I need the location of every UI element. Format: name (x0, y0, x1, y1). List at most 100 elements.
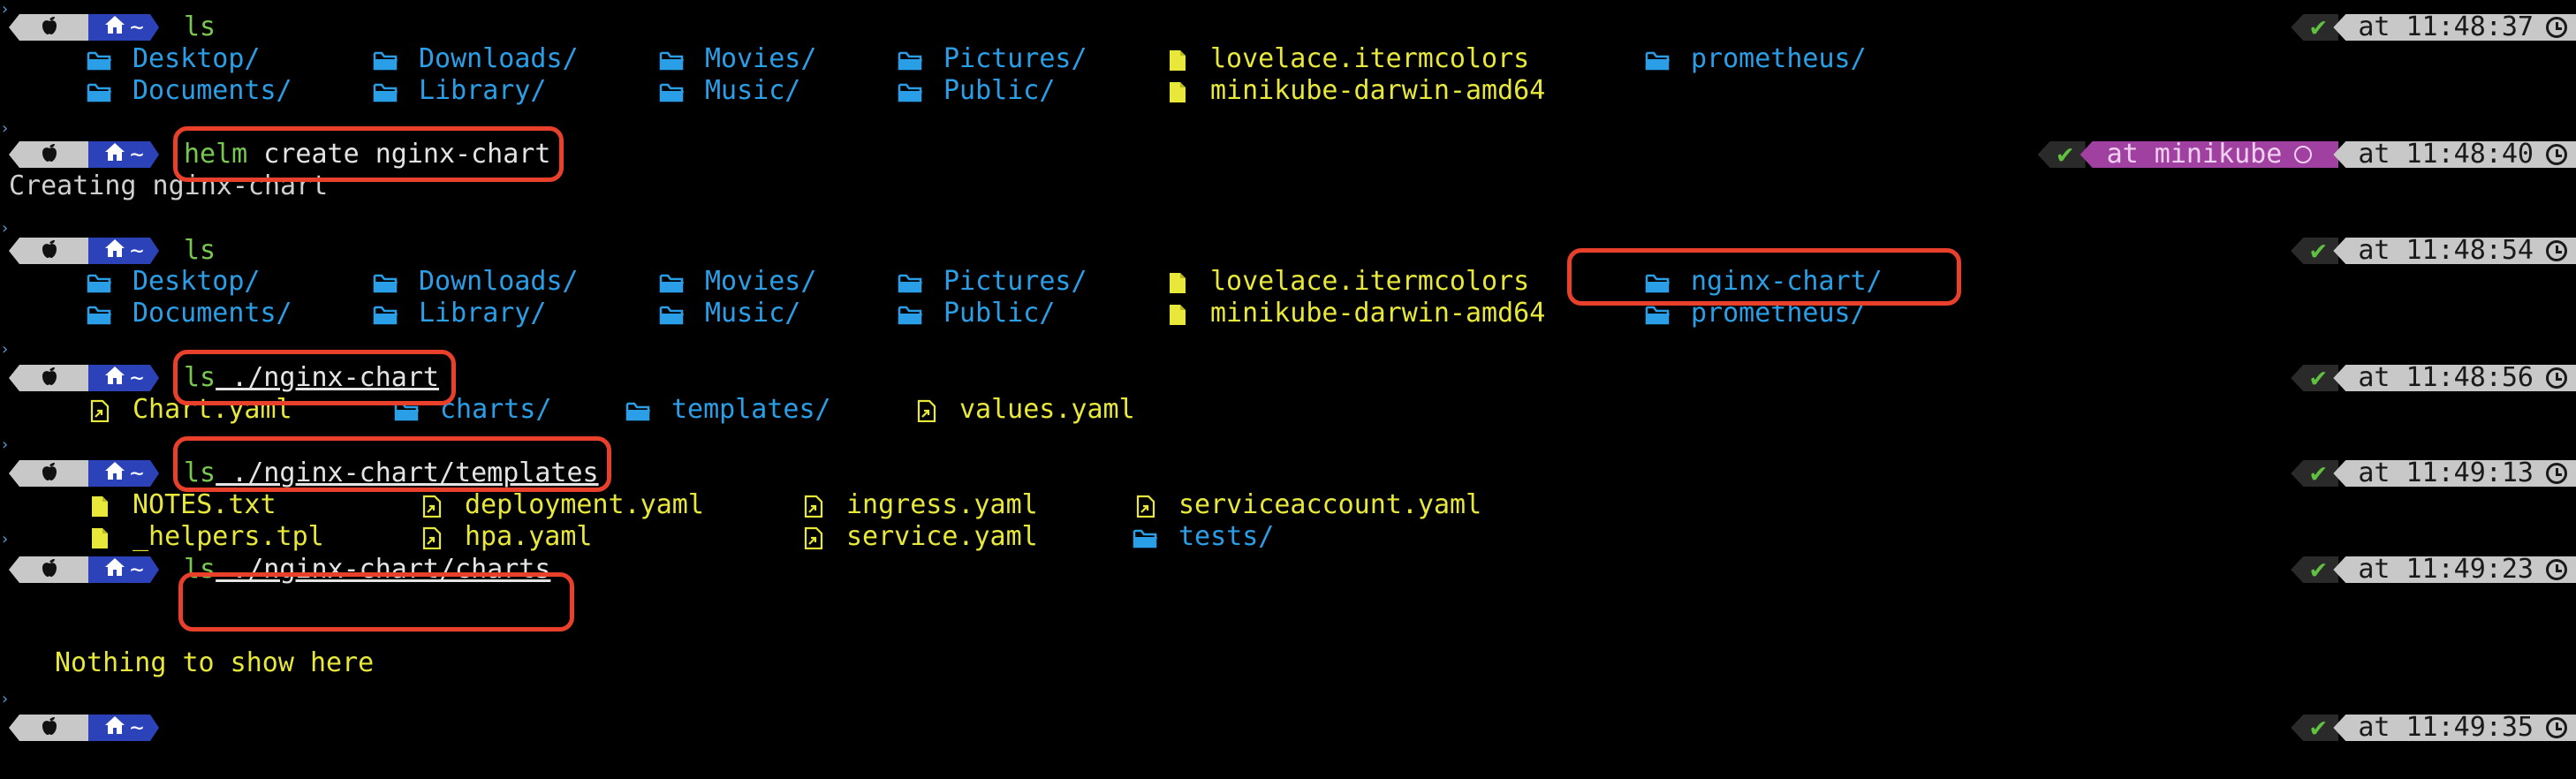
prompt-segments: ~ (9, 715, 159, 741)
file-entry[interactable]: minikube-darwin-amd64 (1164, 298, 1545, 329)
file-entry[interactable]: minikube-darwin-amd64 (1164, 75, 1545, 107)
home-icon (103, 362, 126, 394)
folder-entry[interactable]: Documents/ (87, 298, 292, 329)
command-text: ls (184, 11, 216, 43)
folder-entry[interactable]: nginx-chart/ (1645, 266, 1883, 298)
annotation-highlight-box (173, 350, 456, 405)
success-check-icon: ✔ (2037, 141, 2086, 168)
entry-name: lovelace.itermcolors (1210, 266, 1530, 297)
folder-icon (659, 79, 686, 102)
folder-entry[interactable]: Downloads/ (373, 43, 579, 75)
file-entry[interactable]: service.yaml (800, 521, 1038, 553)
apple-segment (9, 556, 90, 583)
home-segment: ~ (88, 556, 159, 583)
folder-entry[interactable]: tests/ (1133, 521, 1274, 553)
cwd-label: ~ (130, 141, 144, 168)
cwd-label: ~ (130, 14, 144, 41)
folder-entry[interactable]: Desktop/ (87, 266, 261, 298)
entry-name: Public/ (943, 298, 1056, 329)
folder-entry[interactable]: Desktop/ (87, 43, 261, 75)
folder-icon (898, 302, 924, 325)
folder-entry[interactable]: prometheus/ (1645, 43, 1867, 75)
folder-icon (659, 270, 686, 293)
kube-context-badge: at minikube (2080, 141, 2339, 168)
entry-name: Movies/ (705, 266, 817, 297)
file-link-icon (87, 398, 113, 423)
folder-icon (898, 79, 924, 102)
apple-segment (9, 141, 90, 168)
status-segments: ✔at minikube at 11:48:40 (2037, 139, 2576, 170)
command-output: Creating nginx-chart (9, 170, 329, 201)
folder-entry[interactable]: Public/ (898, 298, 1055, 329)
timestamp-badge: at 11:48:37 (2333, 14, 2576, 41)
command-args: ./nginx-chart/templates (216, 458, 599, 488)
apple-icon (40, 460, 59, 487)
folder-entry[interactable]: charts/ (394, 394, 551, 426)
entry-name: Pictures/ (943, 43, 1087, 74)
entry-name: hpa.yaml (465, 521, 593, 552)
entry-name: Public/ (943, 75, 1056, 106)
entry-name: Library/ (419, 75, 547, 106)
status-segments: ✔at 11:49:13 (2291, 460, 2576, 487)
home-segment: ~ (88, 238, 159, 264)
annotation-highlight-box (173, 126, 564, 182)
folder-entry[interactable]: Pictures/ (898, 266, 1087, 298)
folder-icon (373, 302, 399, 325)
folder-entry[interactable]: templates/ (625, 394, 831, 426)
folder-entry[interactable]: Music/ (659, 298, 800, 329)
folder-entry[interactable]: Library/ (373, 298, 547, 329)
timestamp-label: at 11:49:35 (2358, 712, 2534, 743)
file-entry[interactable]: ingress.yaml (800, 489, 1038, 521)
folder-entry[interactable]: Documents/ (87, 75, 292, 107)
folder-icon (1645, 48, 1671, 71)
folder-entry[interactable]: Movies/ (659, 43, 816, 75)
timestamp-label: at 11:48:40 (2358, 139, 2534, 170)
file-entry[interactable]: serviceaccount.yaml (1133, 489, 1481, 521)
entry-name: Desktop/ (133, 266, 261, 297)
folder-entry[interactable]: Library/ (373, 75, 547, 107)
file-entry[interactable]: deployment.yaml (419, 489, 704, 521)
timestamp-label: at 11:48:37 (2358, 11, 2534, 42)
apple-segment (9, 238, 90, 264)
file-icon (1164, 302, 1191, 325)
entry-name: _helpers.tpl (133, 521, 324, 552)
timestamp-label: at 11:49:13 (2358, 458, 2534, 488)
file-link-icon (800, 494, 827, 518)
file-link-icon (419, 526, 445, 550)
folder-entry[interactable]: Music/ (659, 75, 800, 107)
file-entry[interactable]: _helpers.tpl (87, 521, 324, 553)
entry-name: Downloads/ (419, 43, 579, 74)
command-args: create nginx-chart (247, 139, 551, 170)
prompt-segments: ~ (9, 14, 159, 41)
entry-name: NOTES.txt (133, 489, 277, 520)
prompt-marker-icon: › (0, 340, 10, 359)
entry-name: Documents/ (133, 75, 292, 106)
folder-entry[interactable]: Public/ (898, 75, 1055, 107)
status-segments: ✔at 11:48:54 (2291, 238, 2576, 264)
folder-icon (1133, 526, 1159, 548)
entry-name: Music/ (705, 75, 801, 106)
prompt-line: ~ls✔at 11:48:54 (0, 235, 2576, 267)
command-program: helm (184, 139, 248, 170)
file-entry[interactable]: hpa.yaml (419, 521, 593, 553)
file-entry[interactable]: Chart.yaml (87, 394, 292, 426)
annotation-highlight-box (173, 436, 611, 492)
folder-entry[interactable]: Movies/ (659, 266, 816, 298)
folder-icon (659, 48, 686, 71)
file-entry[interactable]: values.yaml (913, 394, 1135, 426)
file-entry[interactable]: NOTES.txt (87, 489, 277, 521)
folder-entry[interactable]: Pictures/ (898, 43, 1087, 75)
file-entry[interactable]: lovelace.itermcolors (1164, 266, 1529, 298)
apple-icon (40, 556, 59, 583)
folder-entry[interactable]: Downloads/ (373, 266, 579, 298)
file-icon (1164, 270, 1191, 293)
folder-icon (373, 48, 399, 71)
entry-name: deployment.yaml (465, 489, 704, 520)
file-entry[interactable]: lovelace.itermcolors (1164, 43, 1529, 75)
prompt-marker-icon: › (0, 219, 10, 238)
entry-name: Downloads/ (419, 266, 579, 297)
prompt-line: ~ls ./nginx-chart✔at 11:48:56 (0, 362, 2576, 394)
folder-icon (87, 79, 113, 102)
success-check-icon: ✔ (2291, 556, 2339, 583)
command-text: helm create nginx-chart (184, 139, 550, 170)
